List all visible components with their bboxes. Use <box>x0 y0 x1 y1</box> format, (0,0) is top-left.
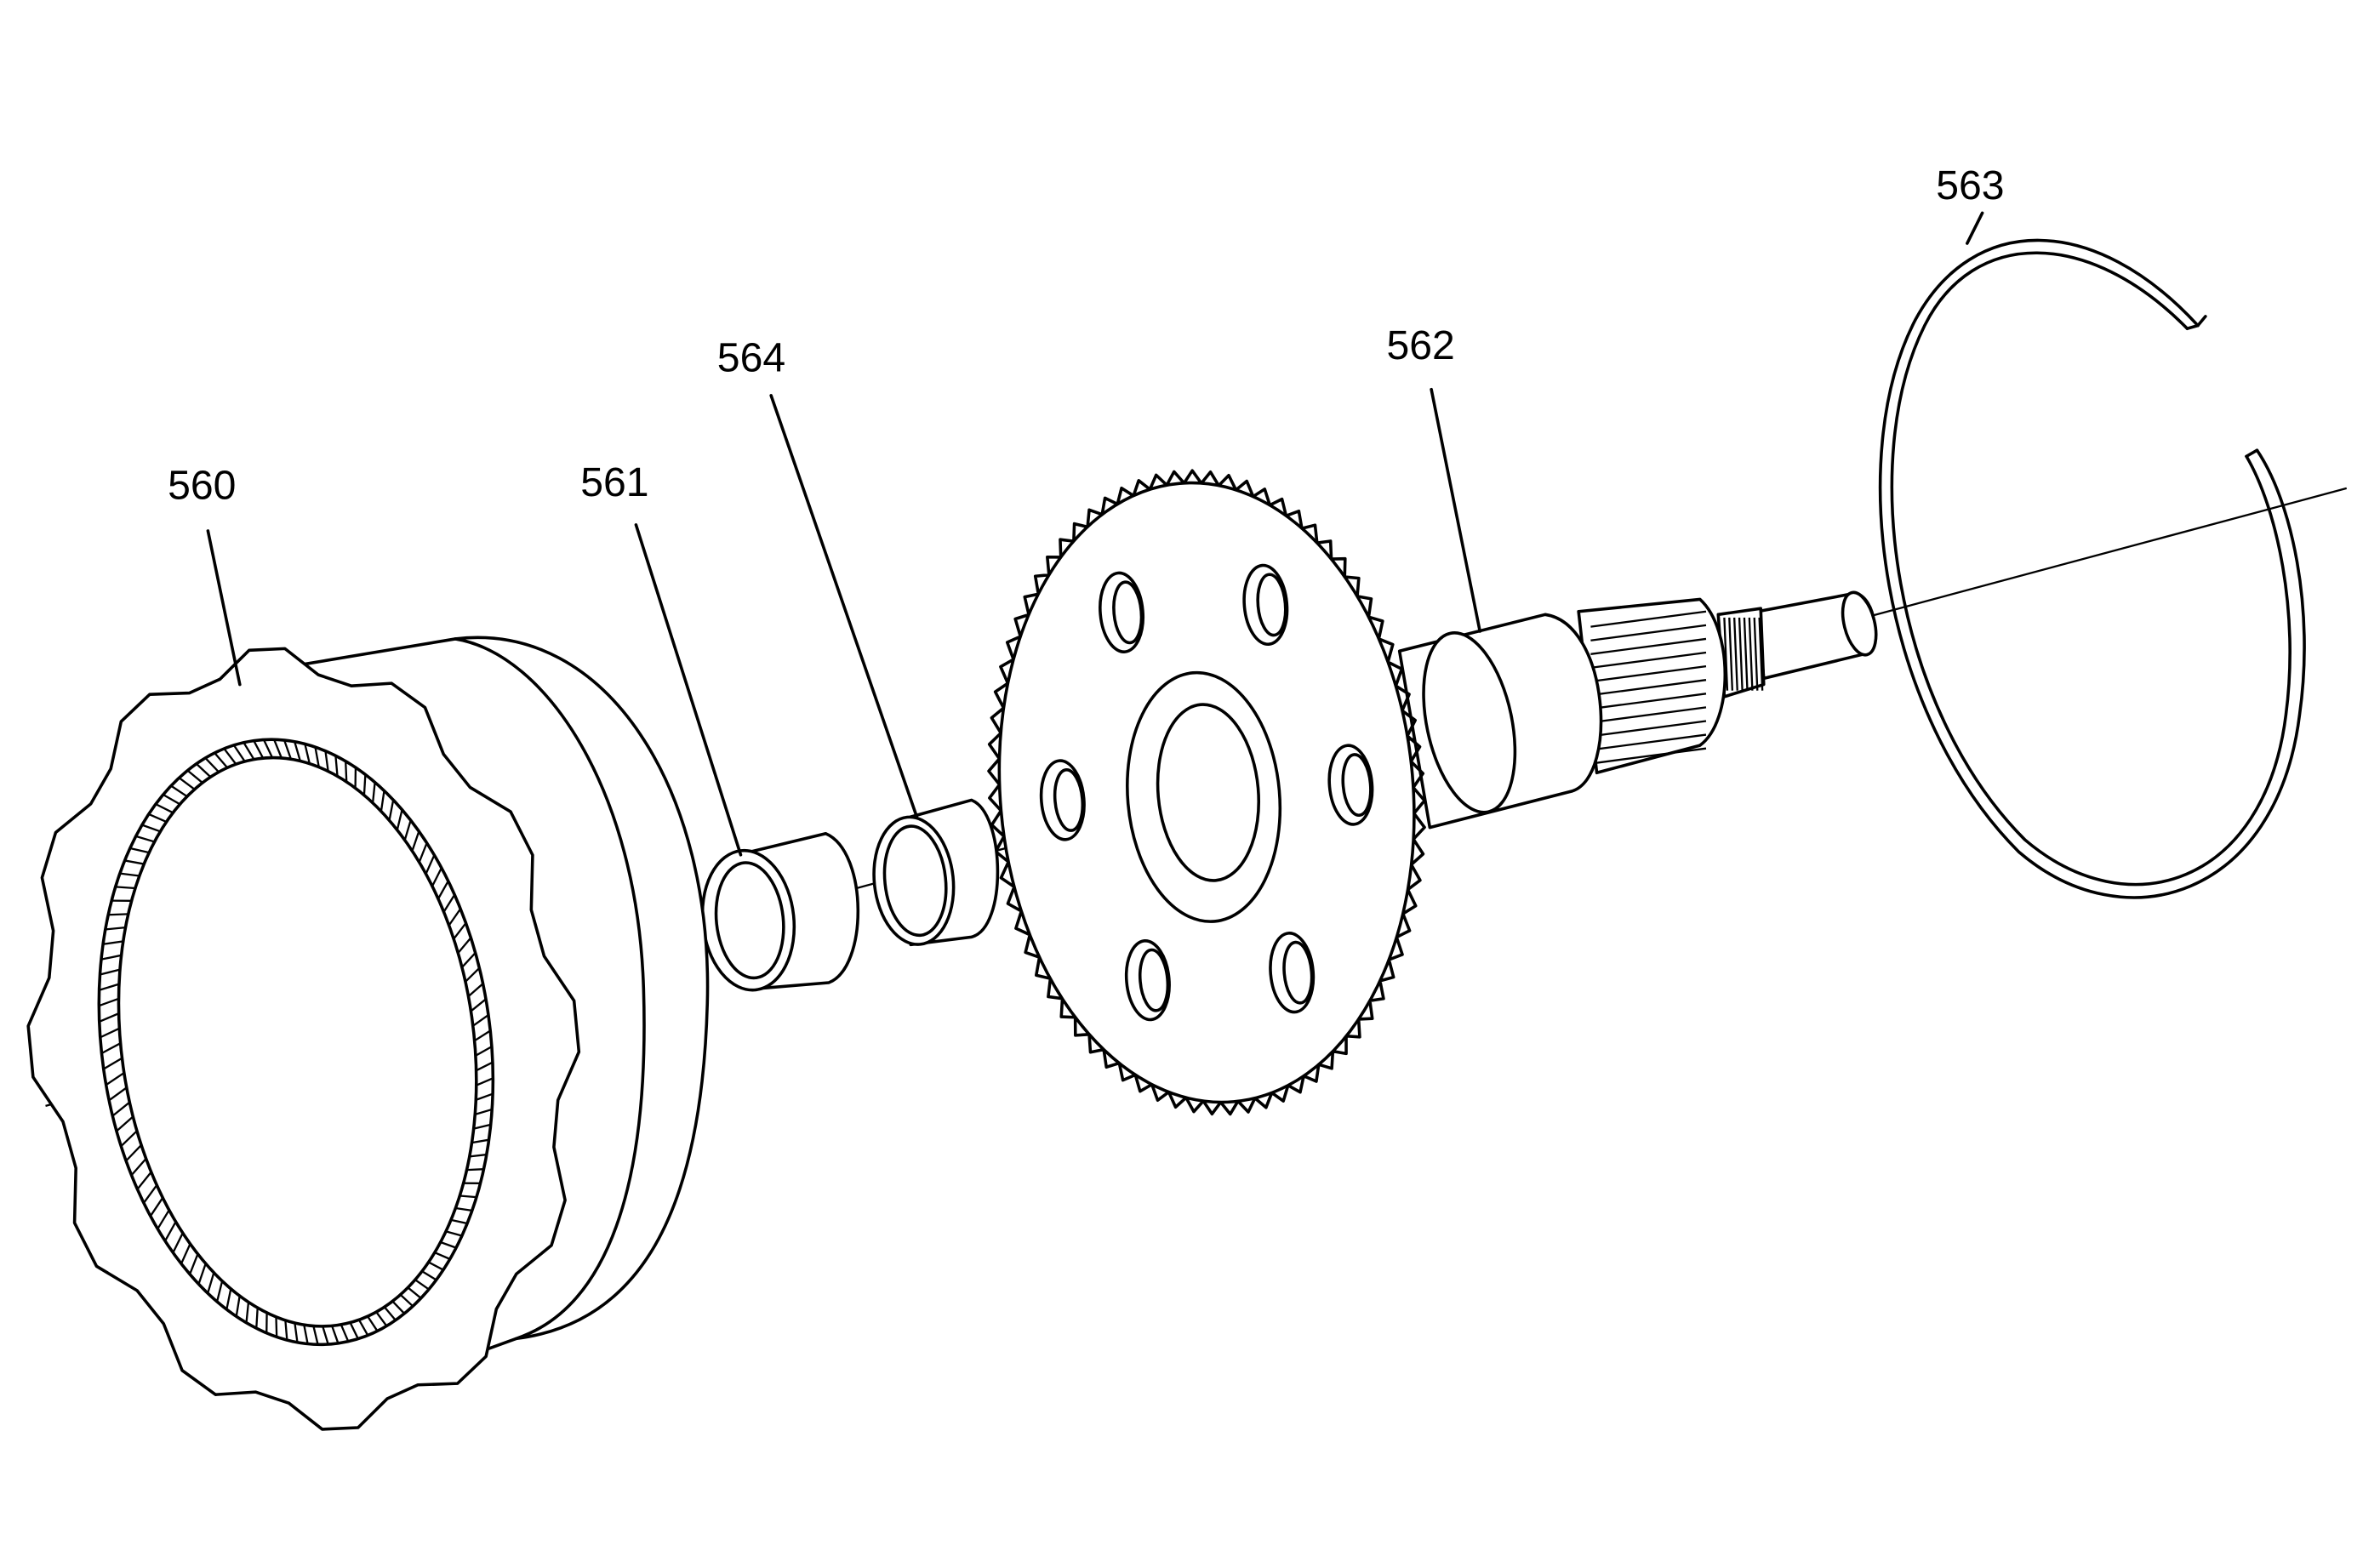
internal-tooth <box>276 1317 277 1337</box>
internal-tooth <box>459 1195 477 1197</box>
ring-gear-560 <box>28 637 707 1429</box>
leader-562 <box>1431 390 1480 631</box>
label-564: 564 <box>717 334 785 380</box>
label-563: 563 <box>1936 163 2004 208</box>
bushing-564 <box>868 800 998 948</box>
internal-tooth <box>364 774 365 795</box>
internal-tooth <box>467 1169 484 1170</box>
label-562: 562 <box>1386 322 1454 368</box>
leader-563 <box>1967 213 1983 243</box>
internal-tooth <box>345 761 346 782</box>
snap-ring-563 <box>1881 240 2304 897</box>
leader-560 <box>208 531 239 685</box>
label-561: 561 <box>580 459 648 505</box>
internal-tooth <box>108 914 128 915</box>
internal-tooth <box>256 1308 257 1328</box>
bushing-561 <box>696 834 859 995</box>
output-shaft-562 <box>974 465 1882 1120</box>
internal-tooth <box>116 887 135 888</box>
label-560: 560 <box>168 462 236 508</box>
leader-564 <box>771 396 916 817</box>
